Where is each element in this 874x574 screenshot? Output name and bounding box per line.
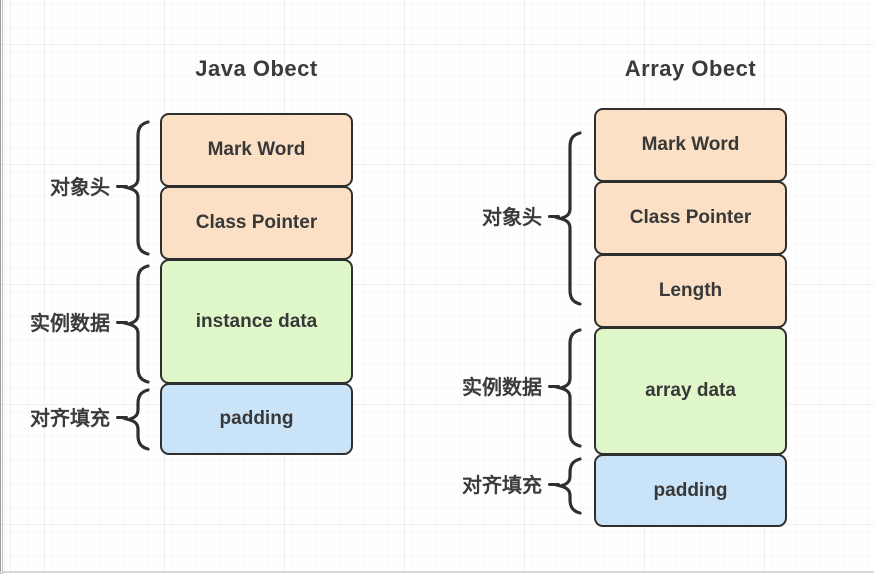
array-label-object-header: 对象头 — [482, 204, 560, 232]
brace-array-header — [554, 131, 582, 306]
array-label-padding-text: 对齐填充 — [462, 475, 542, 497]
brace-java-padding — [122, 388, 150, 451]
array-box-mark-word: Mark Word — [594, 108, 787, 182]
label-dash — [116, 415, 128, 420]
array-object-title: Array Obect — [624, 56, 757, 81]
brace-java-header — [122, 120, 150, 256]
java-label-object-header-text: 对象头 — [50, 177, 110, 199]
label-dash — [548, 482, 560, 487]
array-box-array-data: array data — [594, 327, 787, 455]
page-bottom-edge — [0, 571, 874, 573]
brace-array-padding — [554, 457, 582, 515]
java-box-class-pointer: Class Pointer — [160, 186, 353, 260]
page-left-edge — [0, 0, 1, 574]
array-label-padding: 对齐填充 — [462, 472, 560, 500]
array-box-length: Length — [594, 254, 787, 328]
label-dash — [548, 214, 560, 219]
java-label-instance-data: 实例数据 — [30, 310, 128, 338]
java-box-mark-word: Mark Word — [160, 113, 353, 187]
array-label-instance-data-text: 实例数据 — [462, 377, 542, 399]
java-label-padding: 对齐填充 — [30, 405, 128, 433]
array-box-padding: padding — [594, 454, 787, 527]
brace-java-instance — [122, 264, 150, 384]
java-box-instance-data: instance data — [160, 259, 353, 384]
java-box-padding: padding — [160, 383, 353, 455]
java-label-instance-data-text: 实例数据 — [30, 313, 110, 335]
java-label-padding-text: 对齐填充 — [30, 408, 110, 430]
java-label-object-header: 对象头 — [50, 174, 128, 202]
label-dash — [116, 184, 128, 189]
array-box-class-pointer: Class Pointer — [594, 181, 787, 255]
array-label-object-header-text: 对象头 — [482, 207, 542, 229]
page-left-edge-inner — [2, 0, 3, 574]
java-object-title: Java Obect — [195, 56, 318, 81]
label-dash — [548, 384, 560, 389]
brace-array-instance — [554, 328, 582, 448]
array-label-instance-data: 实例数据 — [462, 374, 560, 402]
label-dash — [116, 320, 128, 325]
